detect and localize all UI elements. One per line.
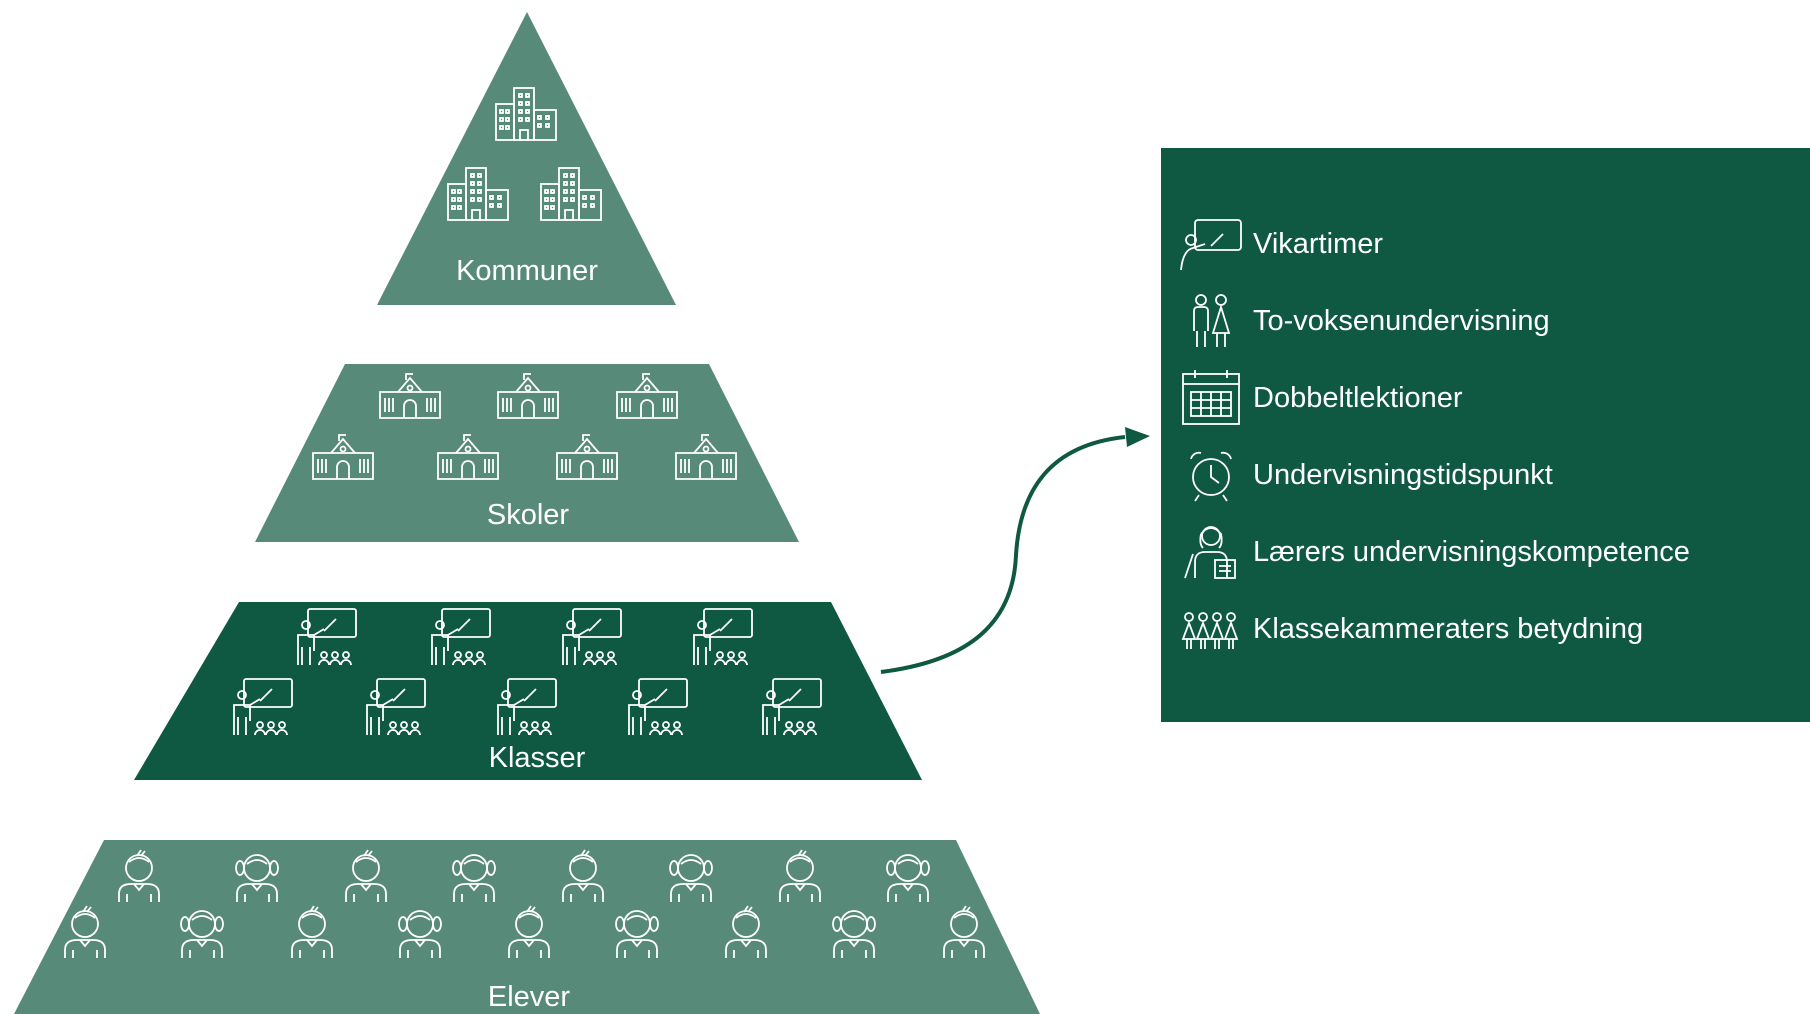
level-klasser: Klasser bbox=[134, 602, 922, 780]
factor-label: Dobbeltlektioner bbox=[1253, 381, 1463, 414]
calendar-icon bbox=[1182, 370, 1240, 425]
teacher-with-book-icon bbox=[1184, 526, 1236, 579]
teacher-whiteboard-icon bbox=[1180, 219, 1242, 271]
arrowhead-icon bbox=[1125, 427, 1150, 447]
level-label: Skoler bbox=[487, 499, 570, 531]
level-elever: Elever bbox=[14, 840, 1040, 1014]
level-label: Klasser bbox=[489, 742, 586, 774]
factor-label: Klassekammeraters betydning bbox=[1253, 612, 1644, 645]
level-shape bbox=[255, 364, 799, 542]
factor-label: To-voksenundervisning bbox=[1253, 304, 1550, 337]
level-shape bbox=[134, 602, 922, 780]
level-label: Elever bbox=[488, 981, 571, 1013]
classmates-group-icon bbox=[1181, 612, 1239, 649]
factor-item: To-voksenundervisning bbox=[1179, 291, 1550, 351]
factor-item: Klassekammeraters betydning bbox=[1179, 599, 1643, 659]
two-adults-icon bbox=[1193, 294, 1231, 347]
alarm-clock-icon bbox=[1190, 451, 1232, 502]
factors-panel: Vikartimer To-voksenundervisning Dobbelt… bbox=[1161, 148, 1810, 722]
factor-label: Lærers undervisningskompetence bbox=[1253, 535, 1690, 568]
level-shape bbox=[14, 840, 1040, 1014]
factor-item: Dobbeltlektioner bbox=[1179, 368, 1463, 428]
factor-label: Vikartimer bbox=[1253, 227, 1383, 260]
factor-item: Vikartimer bbox=[1179, 214, 1383, 274]
factor-item: Undervisningstidspunkt bbox=[1179, 445, 1553, 505]
level-shape bbox=[377, 12, 676, 305]
level-label: Kommuner bbox=[456, 255, 598, 287]
level-kommuner: Kommuner bbox=[377, 12, 676, 305]
factor-item: Lærers undervisningskompetence bbox=[1179, 522, 1690, 582]
factor-label: Undervisningstidspunkt bbox=[1253, 458, 1553, 491]
connector-arrow bbox=[880, 435, 1126, 674]
level-skoler: Skoler bbox=[255, 364, 799, 542]
